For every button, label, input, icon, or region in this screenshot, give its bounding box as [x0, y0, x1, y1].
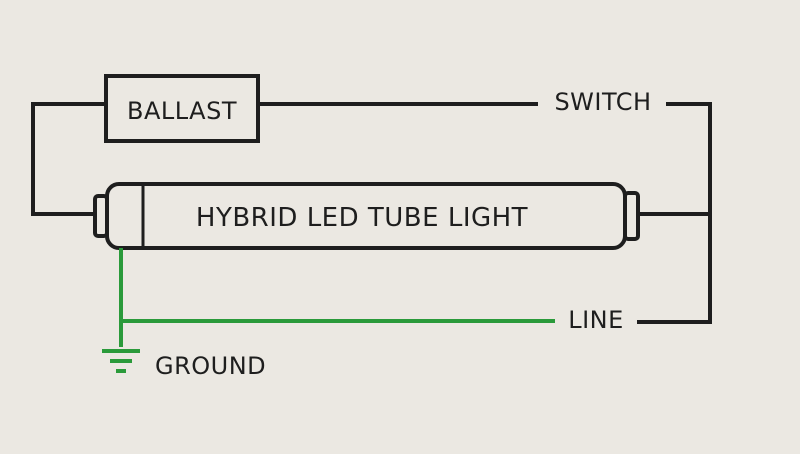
ground-symbol-icon — [102, 349, 140, 373]
switch-label: SWITCH — [554, 88, 651, 116]
ballast-box — [104, 74, 260, 143]
ground-label: GROUND — [155, 352, 266, 380]
tube-left-end-cap — [93, 194, 109, 238]
wire-ballast-to-tube — [31, 102, 106, 216]
line-label: LINE — [568, 306, 624, 334]
tube-label: HYBRID LED TUBE LIGHT — [196, 203, 528, 233]
tube-right-end-cap — [623, 191, 640, 241]
ballast-label: BALLAST — [127, 97, 237, 125]
